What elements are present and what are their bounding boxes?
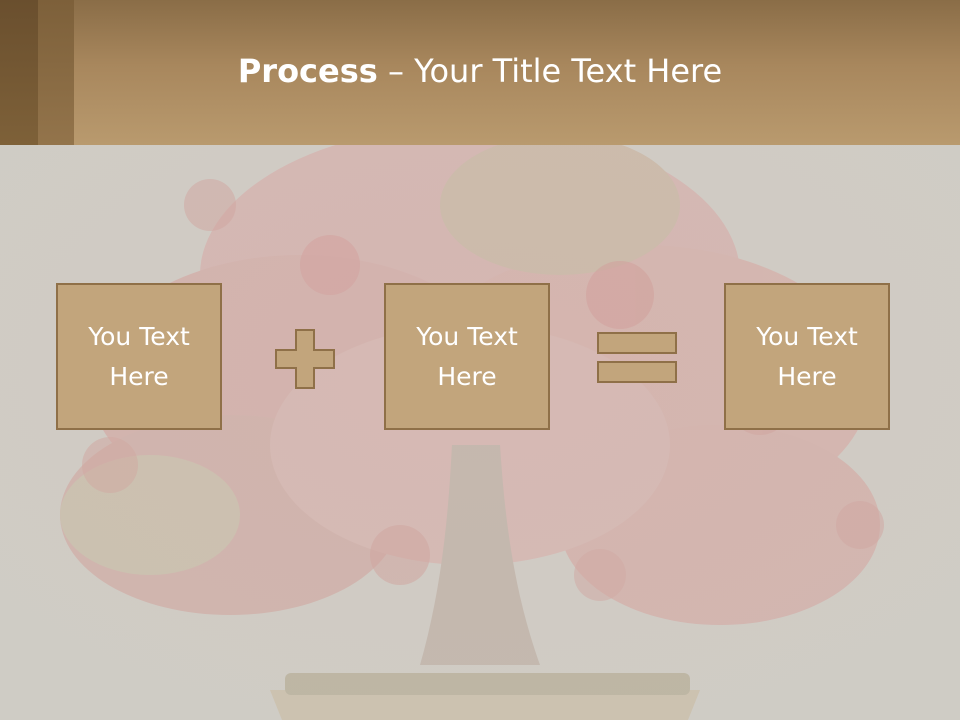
process-box-1: You Text Here	[56, 283, 222, 430]
plus-icon	[275, 329, 335, 389]
process-box-2: You Text Here	[384, 283, 550, 430]
process-box-text: You Text Here	[88, 321, 190, 391]
process-box-3: You Text Here	[724, 283, 890, 430]
title-rest: – Your Title Text Here	[377, 52, 723, 90]
header-band	[0, 0, 960, 145]
title-bold: Process	[237, 52, 378, 90]
bonsai-tree-image	[0, 145, 960, 720]
equals-icon	[597, 332, 677, 383]
process-box-text: You Text Here	[416, 321, 518, 391]
header-accent-stripe	[0, 0, 38, 145]
slide-title: Process – Your Title Text Here	[74, 52, 886, 90]
process-box-text: You Text Here	[756, 321, 858, 391]
header-accent-stripe	[38, 0, 74, 145]
